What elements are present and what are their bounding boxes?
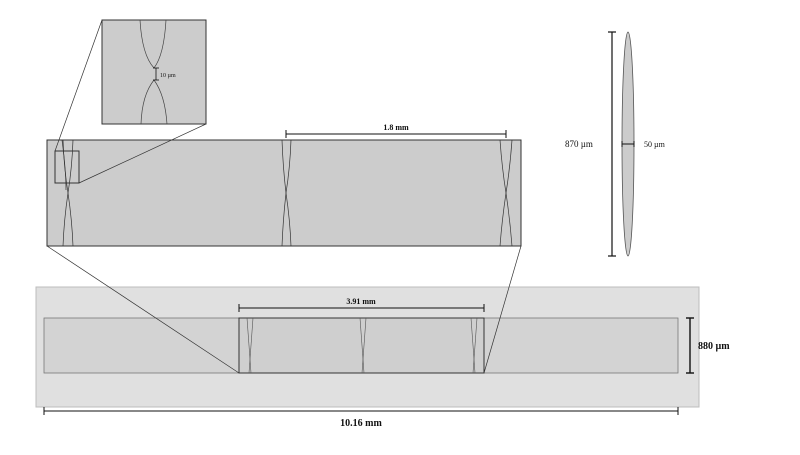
channel-height-label: 880 µm <box>698 341 730 352</box>
projection-lines <box>46 245 522 374</box>
zoom-detail-curves <box>139 19 168 125</box>
zoom-source-box <box>54 150 80 184</box>
ellipse-height-dimension <box>608 31 616 257</box>
mid-spacing-label: 3.91 mm <box>346 297 376 306</box>
ellipse-height-label: 870 µm <box>565 139 593 149</box>
zoom-callout-lines <box>54 19 207 184</box>
enlarged-constriction-left <box>61 139 74 247</box>
ellipse-width-dimension <box>621 141 635 147</box>
zoom-detail-box <box>101 19 207 125</box>
top-spacing-label: 1.8 mm <box>383 123 409 132</box>
channel-height-dimension <box>686 317 694 374</box>
insert-constriction-left <box>246 317 254 374</box>
enlarged-constriction-right <box>499 139 513 247</box>
total-length-label: 10.16 mm <box>340 418 382 429</box>
enlarged-insert <box>46 139 522 247</box>
mid-spacing-dimension <box>238 304 485 312</box>
total-length-dimension <box>43 407 679 415</box>
insert-constriction-mid <box>359 317 367 374</box>
ellipse-width-label: 50 µm <box>644 140 666 149</box>
enlarged-constriction-mid <box>281 139 292 247</box>
zoom-gap-dimension <box>153 67 159 81</box>
channel-insert <box>238 317 485 374</box>
zoom-gap-label: 10 µm <box>160 73 176 79</box>
insert-constriction-right <box>470 317 478 374</box>
top-spacing-dimension <box>285 130 507 138</box>
